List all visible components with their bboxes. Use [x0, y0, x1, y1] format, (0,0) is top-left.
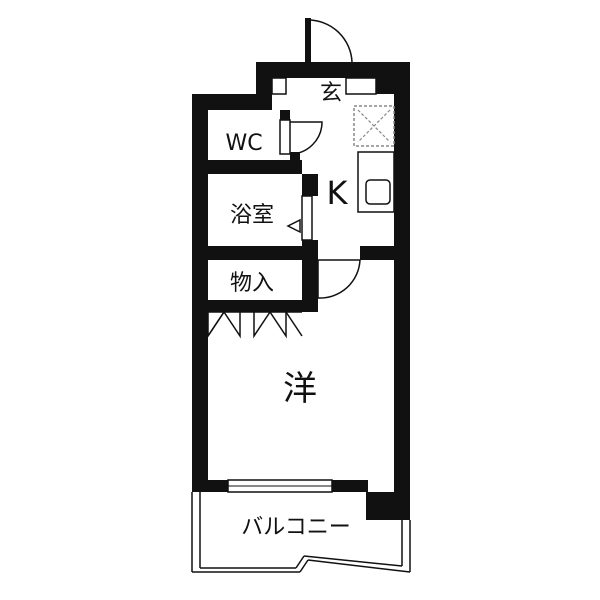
entrance-sill — [271, 77, 287, 95]
wc-label: WC — [225, 131, 262, 156]
kitchen-counter — [357, 151, 395, 213]
entrance-sill-right — [345, 77, 377, 95]
stove — [353, 105, 395, 147]
sink-icon — [365, 179, 391, 205]
storage-doors — [207, 311, 303, 339]
bathroom-door — [286, 195, 313, 241]
balcony-outline — [191, 492, 411, 573]
kitchen-label: K — [327, 174, 349, 212]
entrance-label: 玄 — [320, 81, 342, 106]
western-room-label: 洋 — [283, 369, 317, 409]
storage-label: 物入 — [230, 271, 274, 296]
interior-walls — [208, 110, 394, 312]
bathroom-label: 浴室 — [230, 203, 274, 228]
balcony-label: バルコニー — [241, 515, 351, 540]
exterior-walls — [192, 62, 410, 520]
western-room-door — [317, 259, 361, 299]
entrance-door — [305, 18, 353, 63]
wc-door — [279, 119, 323, 155]
